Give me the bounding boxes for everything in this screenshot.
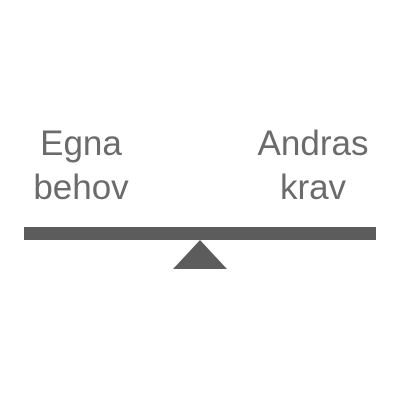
fulcrum-triangle-icon — [173, 240, 227, 269]
left-label-line-1: Egna — [40, 124, 122, 163]
left-label-line-2: behov — [33, 168, 129, 207]
right-label-line-1: Andras — [257, 124, 369, 163]
right-label: Andras krav — [240, 122, 386, 210]
balance-beam-icon — [24, 227, 376, 240]
right-label-line-2: krav — [279, 168, 347, 207]
left-label: Egna behov — [16, 122, 146, 210]
